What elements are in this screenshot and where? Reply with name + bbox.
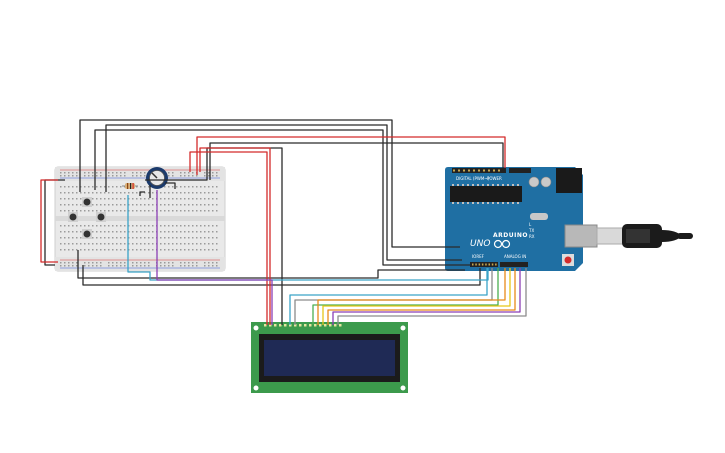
wire-gray	[337, 268, 527, 325]
resistor[interactable]	[122, 183, 138, 189]
wire-black	[105, 124, 462, 261]
arduino-infinity-icon	[493, 239, 511, 249]
lcd-pin-header	[264, 324, 342, 327]
wire-yellow	[322, 268, 511, 325]
wire-orange	[327, 268, 516, 325]
digital-label: DIGITAL (PWM~)	[456, 176, 490, 181]
push-button-2[interactable]	[68, 212, 78, 222]
arduino-uno-board[interactable]: DIGITAL (PWM~) POWER TX RX L UNO ARDUINO…	[445, 167, 598, 271]
wire-red	[199, 147, 271, 325]
reset-button[interactable]	[562, 254, 574, 266]
wire-red	[40, 179, 58, 263]
lcd-16x2[interactable]	[251, 322, 408, 393]
breadboard[interactable]	[54, 166, 226, 272]
wire-black	[79, 119, 460, 248]
rx-label: RX	[529, 234, 535, 239]
l-led-label: L	[529, 222, 532, 227]
analog-label: ANALOG IN	[504, 254, 526, 259]
lcd-screen	[264, 340, 395, 376]
tx-label: TX	[528, 228, 534, 233]
push-button-3[interactable]	[96, 212, 106, 222]
wire-black	[77, 250, 465, 279]
wire-purple	[156, 190, 273, 325]
push-button-1[interactable]	[82, 197, 92, 207]
wire-purple	[332, 268, 521, 325]
wire-black	[94, 129, 470, 266]
wire-green	[312, 268, 499, 325]
potentiometer[interactable]	[146, 167, 168, 189]
wire-teal	[127, 195, 489, 281]
chip-pins	[452, 169, 519, 266]
wire-teal	[289, 268, 488, 325]
push-button-4[interactable]	[82, 229, 92, 239]
wires	[40, 119, 527, 325]
wire-orange	[317, 268, 506, 325]
ioref-label: IOREF	[472, 254, 485, 259]
usb-cable[interactable]	[596, 224, 693, 248]
wire-red	[189, 151, 268, 325]
wire-black	[139, 191, 145, 196]
uno-logo: UNO	[470, 239, 490, 249]
power-label: POWER	[487, 176, 502, 181]
wire-black	[165, 182, 176, 189]
wire-black	[209, 142, 504, 180]
arduino-brand: ARDUINO	[493, 232, 528, 239]
wire-red	[196, 136, 506, 175]
